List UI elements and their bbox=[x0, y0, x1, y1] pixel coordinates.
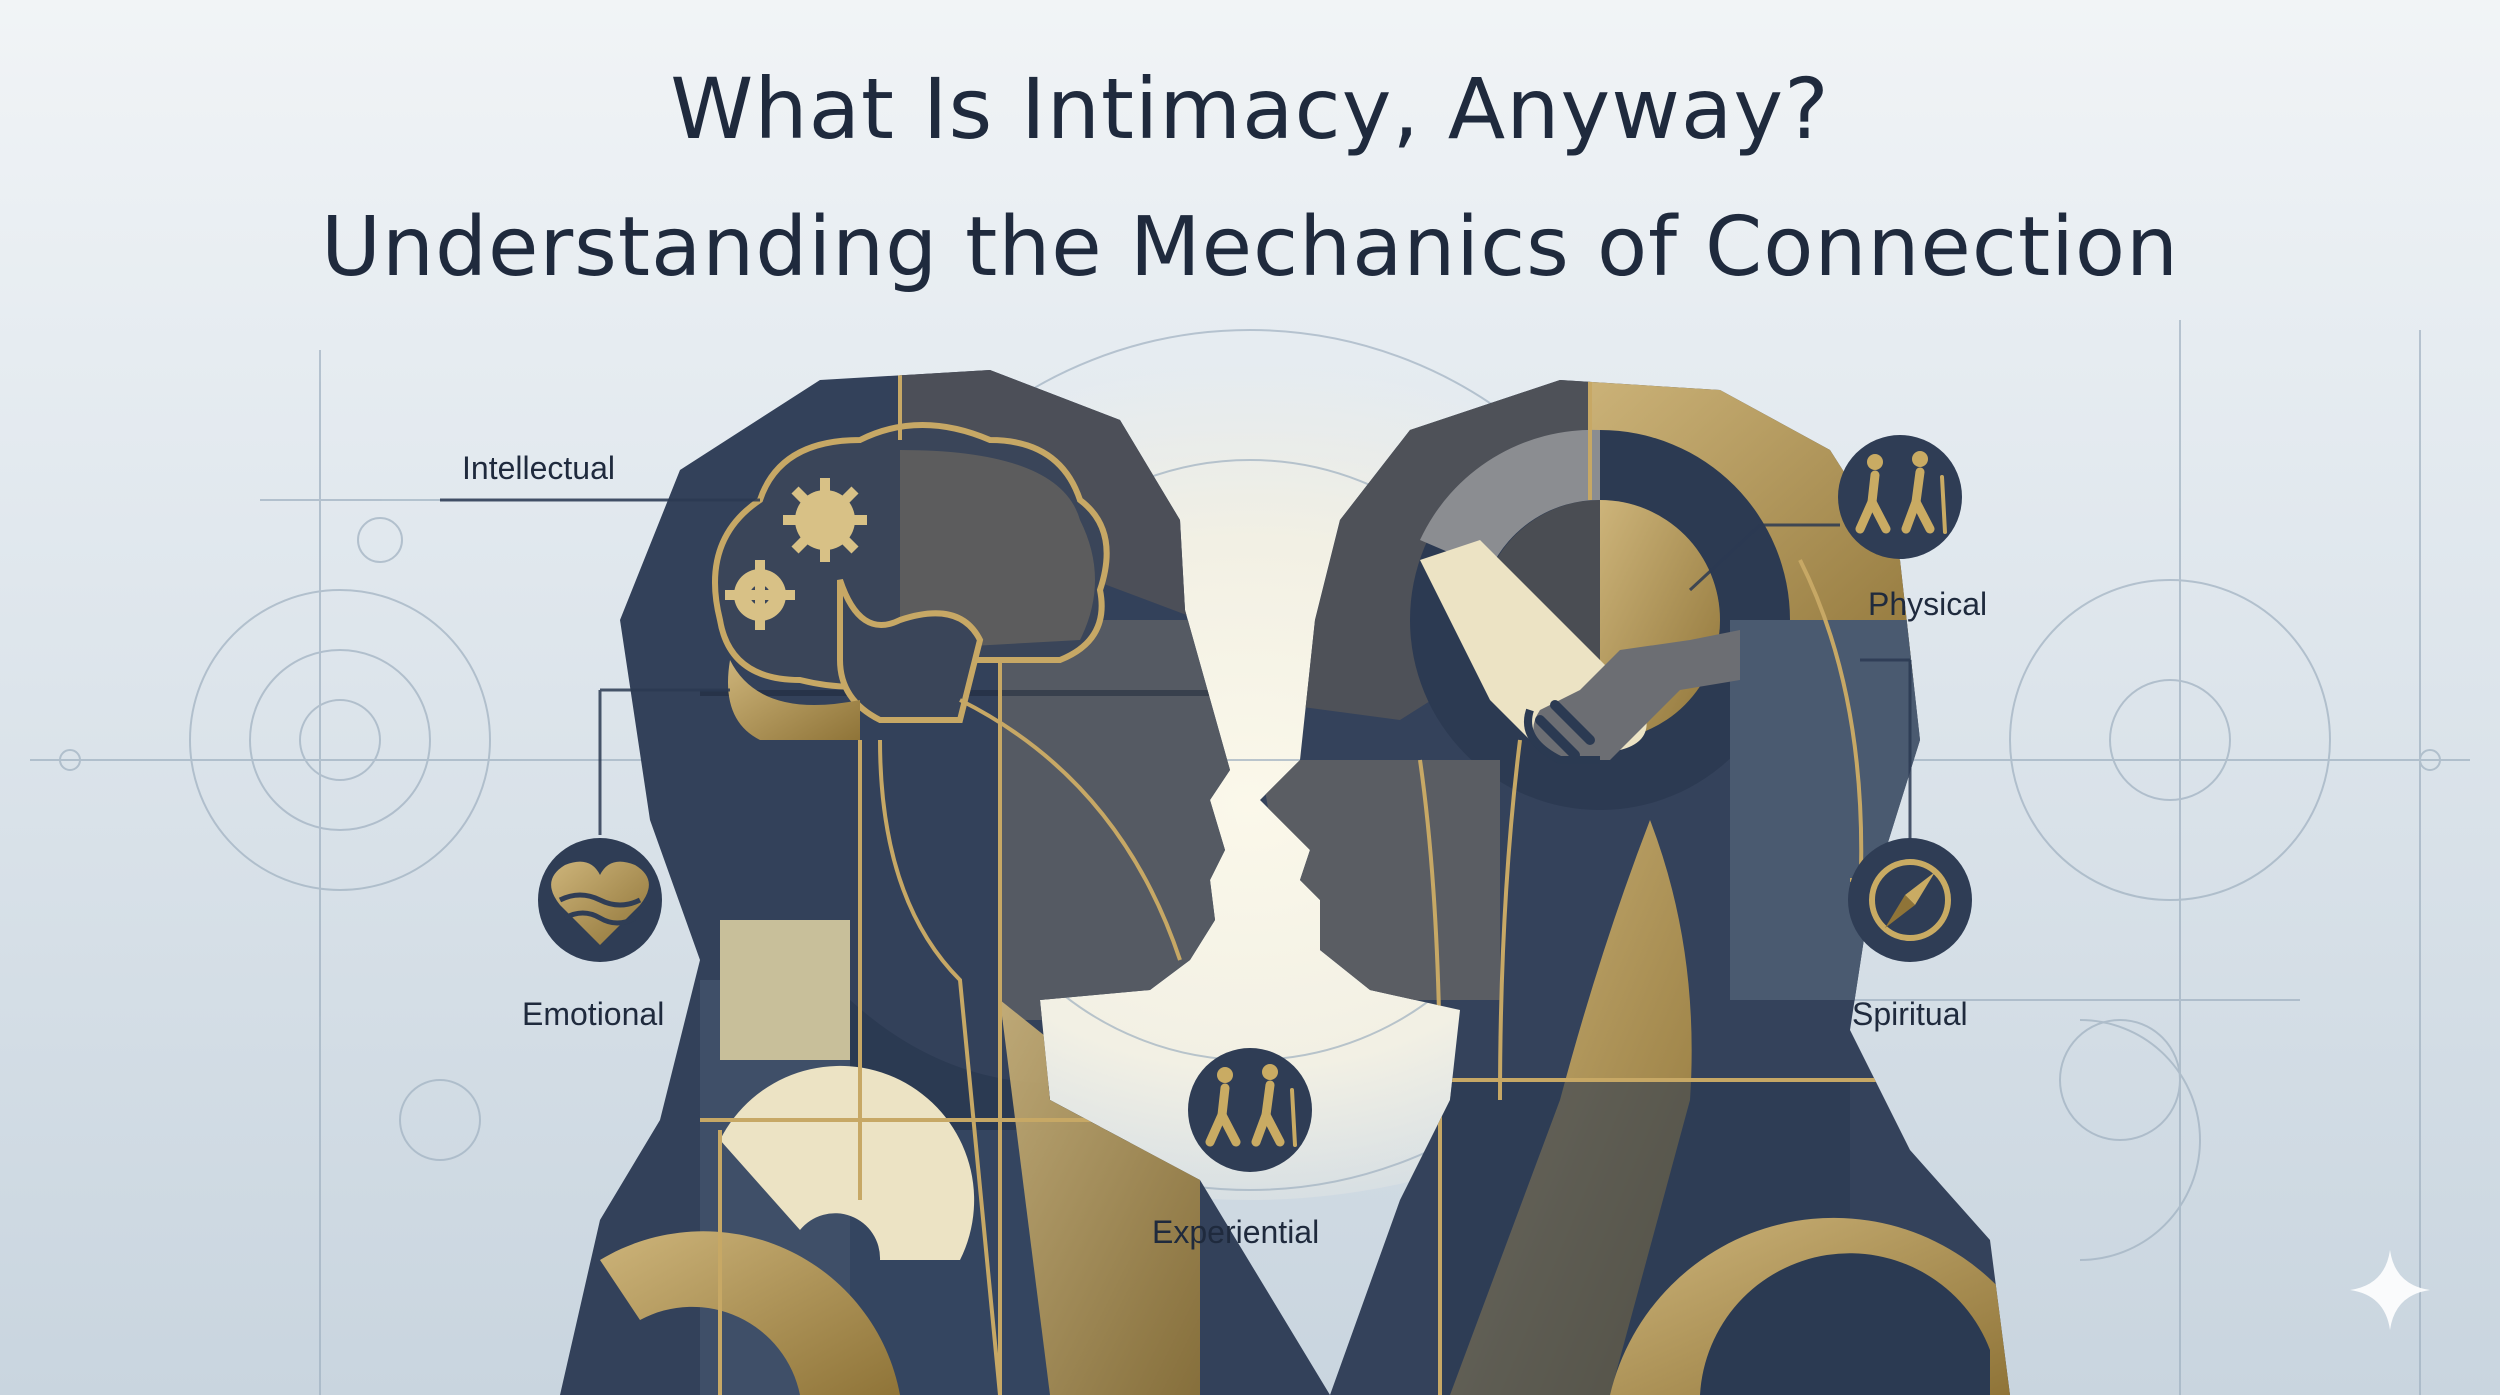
label-emotional: Emotional bbox=[522, 996, 665, 1032]
hikers-icon-physical bbox=[1838, 435, 1962, 559]
label-physical: Physical bbox=[1868, 586, 1988, 622]
hikers-icon-experiential bbox=[1188, 1048, 1312, 1172]
sparkle-icon bbox=[2350, 1250, 2430, 1330]
label-intellectual: Intellectual bbox=[462, 450, 615, 486]
page-subtitle: Understanding the Mechanics of Connectio… bbox=[320, 200, 2180, 295]
handshake-icon bbox=[1420, 540, 1740, 764]
heart-waves-icon bbox=[538, 838, 662, 962]
label-experiential: Experiential bbox=[1152, 1214, 1320, 1250]
label-spiritual: Spiritual bbox=[1852, 996, 1968, 1032]
page-title: What Is Intimacy, Anyway? bbox=[670, 60, 1830, 158]
compass-icon bbox=[1848, 838, 1972, 962]
